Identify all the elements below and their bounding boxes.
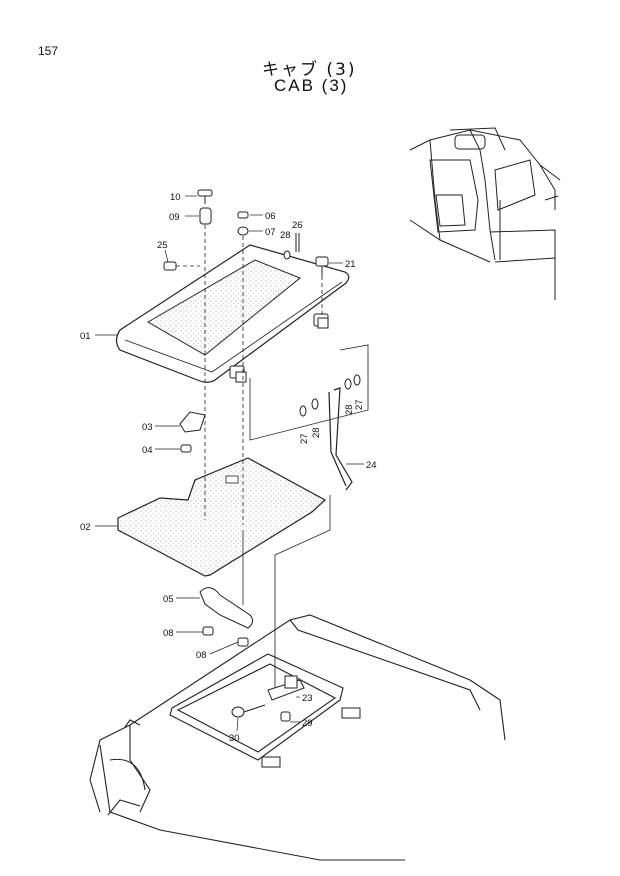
callout-25: 25 [157,240,168,251]
callout-30: 30 [229,733,240,744]
nut-08b [237,637,249,647]
callout-10: 10 [170,192,181,203]
callout-28-top: 28 [280,230,291,241]
washer-07 [237,226,249,236]
callout-01: 01 [80,331,91,342]
pin-25 [163,261,177,271]
title-japanese: キャブ (3) [262,60,357,80]
callout-08-upper: 08 [163,628,174,639]
bolt-10 [197,189,213,204]
screw-06 [237,211,249,219]
callout-24: 24 [366,460,377,471]
cab-roof-outline [89,614,506,861]
callout-08-lower: 08 [196,650,207,661]
hatch-latch-23 [267,675,305,701]
callout-03: 03 [142,422,153,433]
nut-04 [180,444,192,453]
callout-27-left: 27 [299,433,310,444]
callout-28-left: 28 [311,427,322,438]
floor-mat [117,457,327,577]
washers-27-28 [299,374,361,417]
nut-28 [283,250,291,260]
bolt-21 [315,256,329,276]
spacer-09 [199,207,212,225]
callout-27-right: 27 [354,399,365,410]
stay-24 [328,387,353,491]
hinge-left [229,365,247,383]
callout-labels: 10 09 06 07 26 28 21 25 01 03 04 02 05 0… [80,192,377,744]
callout-28-right: 28 [344,404,355,415]
callout-02: 02 [80,522,91,533]
callout-29: 29 [302,718,313,729]
hinge-right [313,313,329,329]
stopper-blocks [261,707,361,768]
callout-07: 07 [265,227,276,238]
callout-06: 06 [265,211,276,222]
cab-inset-illustration [409,127,561,300]
hatch-panel [115,244,350,383]
callout-09: 09 [169,212,180,223]
knob-30 [231,704,266,718]
callout-04: 04 [142,445,153,456]
pin-26 [295,233,300,252]
bolt-29 [280,711,291,722]
title-english: CAB (3) [274,76,349,95]
callout-05: 05 [163,594,174,605]
page-number: 157 [38,44,59,58]
callout-23: 23 [302,693,313,704]
leader-lines [95,195,364,732]
callout-26: 26 [292,220,303,231]
handle-05 [199,587,254,629]
callout-21: 21 [345,259,356,270]
nut-08a [202,626,214,636]
bracket-03 [179,411,206,433]
